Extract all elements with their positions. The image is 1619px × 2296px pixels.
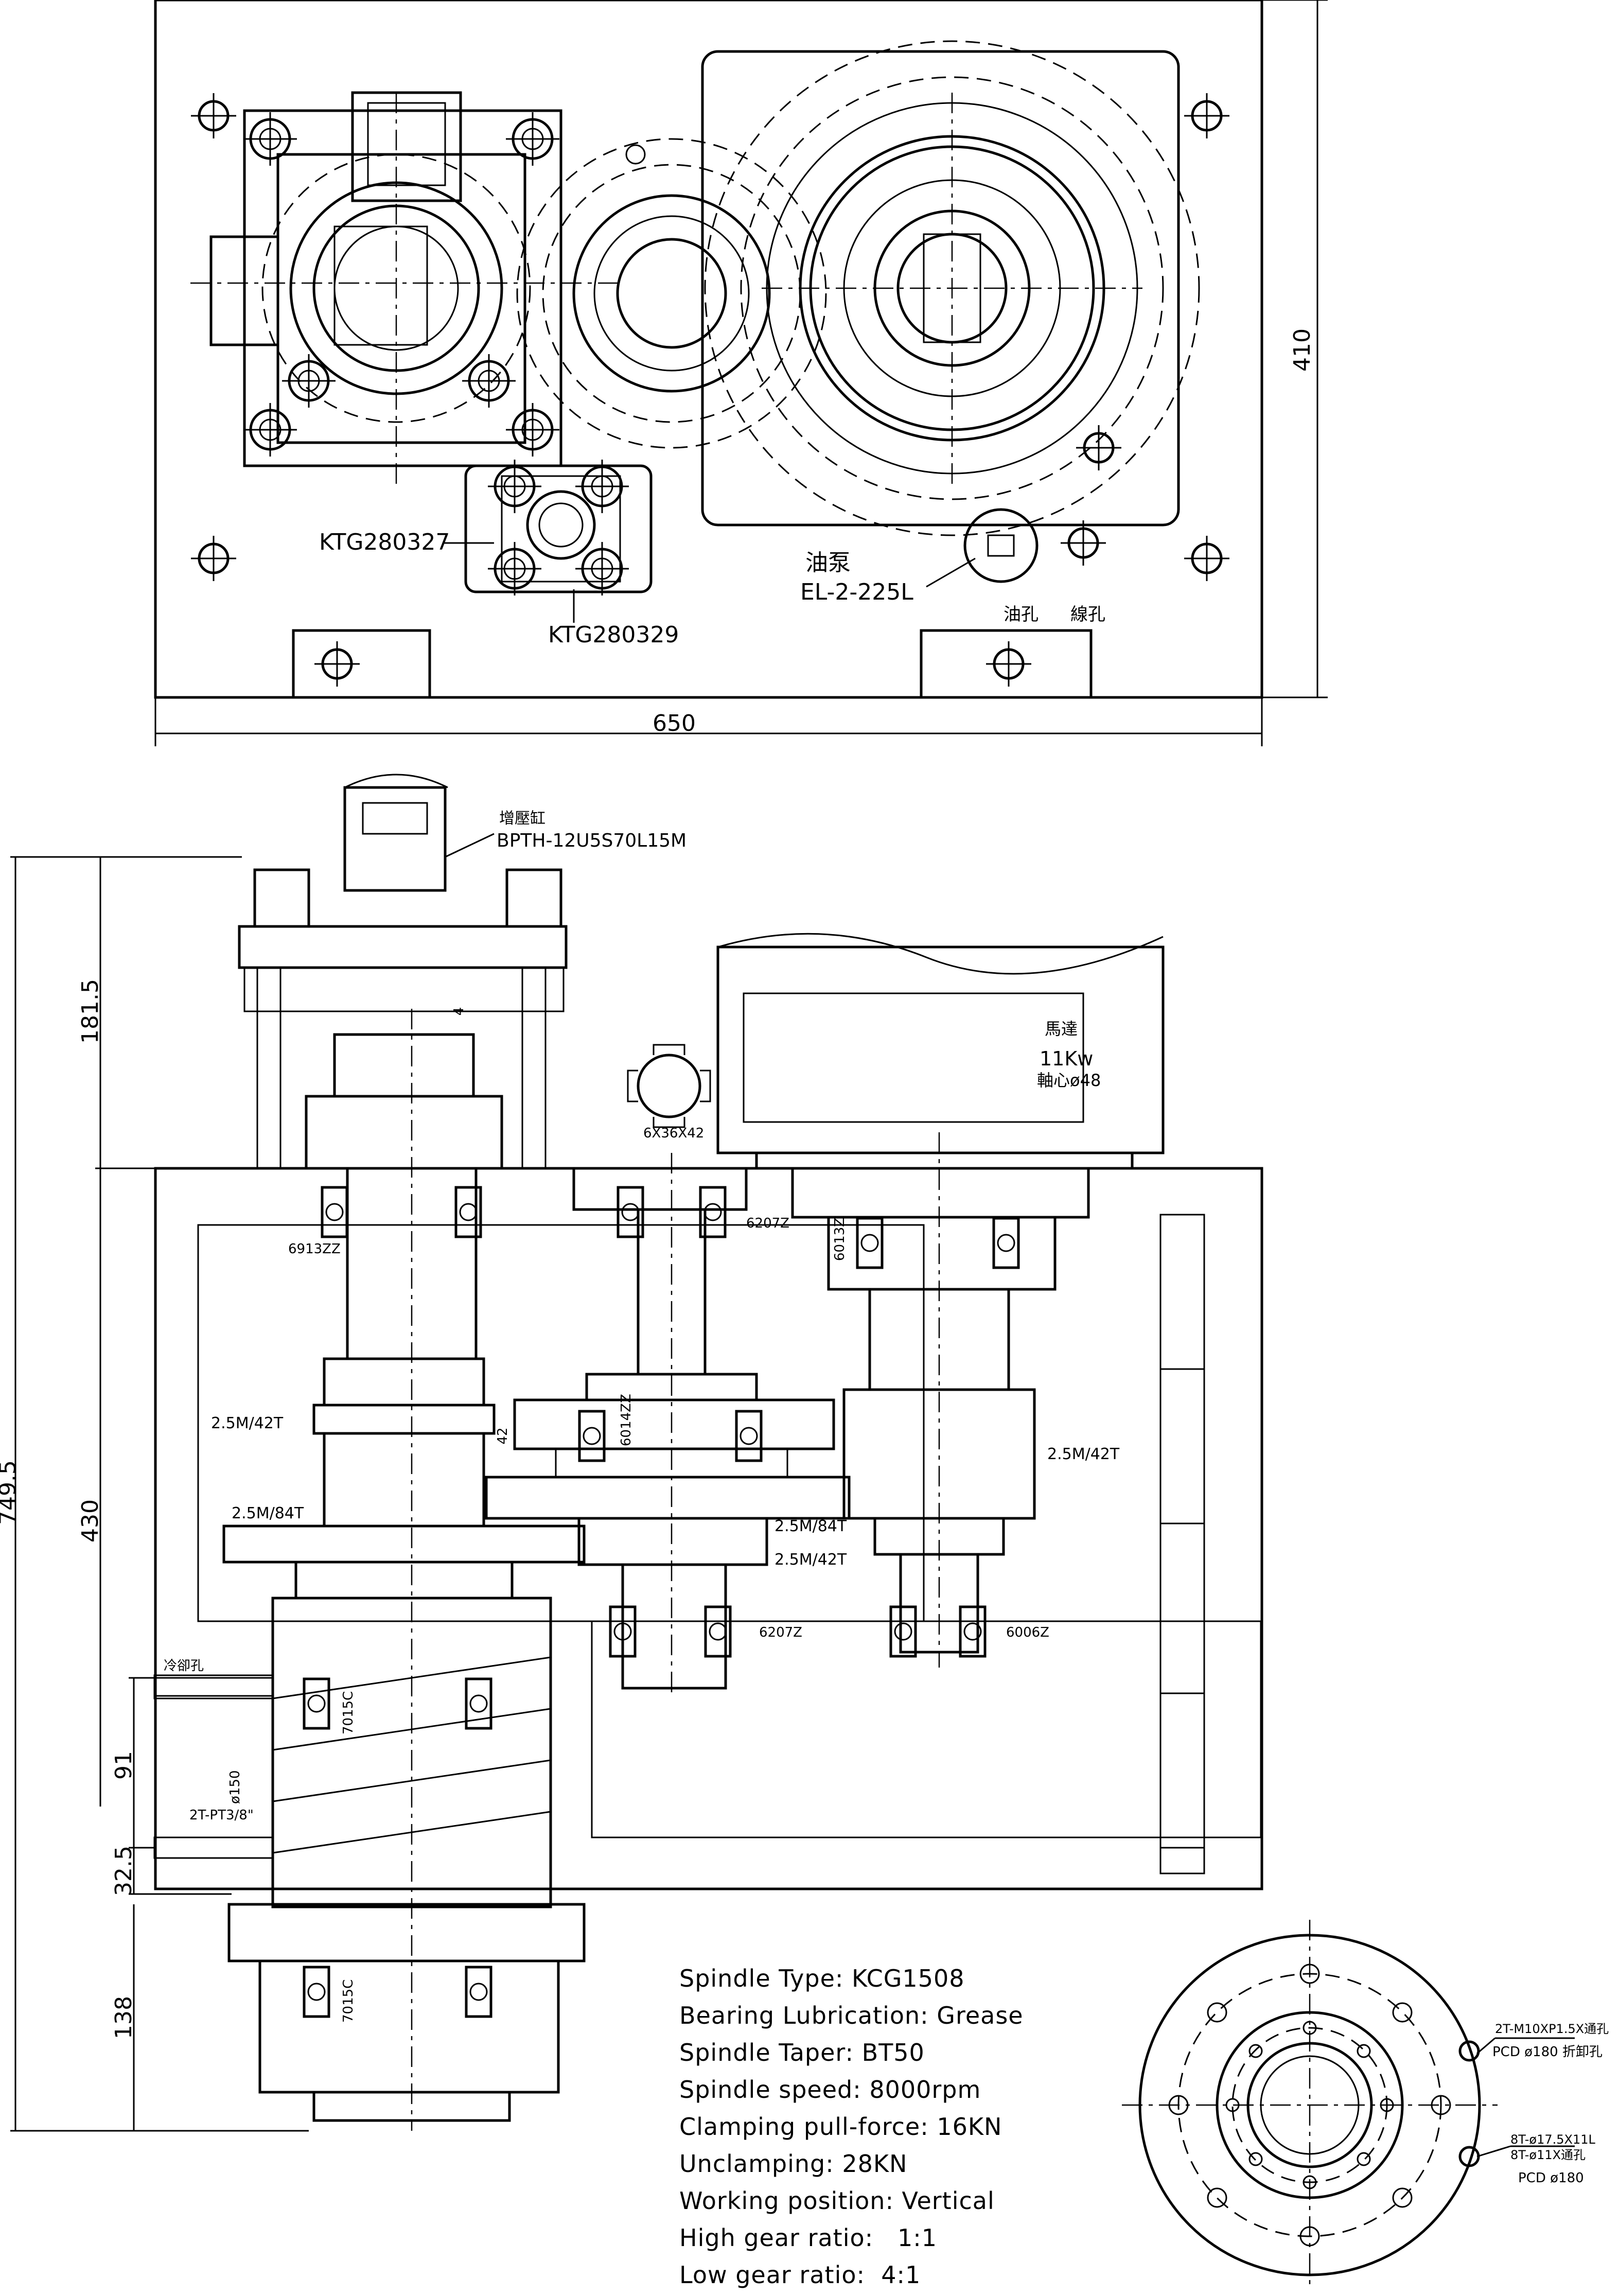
oil-pump-title: 油泵 — [805, 550, 851, 576]
flange-pcd-top: PCD ø180 折卸孔 — [1492, 2044, 1603, 2060]
flange-view: 2T-M10XP1.5X通孔 PCD ø180 折卸孔 8T-ø17.5X11L… — [1122, 1920, 1609, 2285]
cooling-hole-label: 冷卻孔 — [164, 1658, 204, 1674]
spec-line-5: Clamping pull-force: 16KN — [679, 2113, 1002, 2141]
motor-shaft: 軸心ø48 — [1037, 1071, 1101, 1090]
diameter-label: ø150 — [227, 1770, 243, 1804]
part-label-ktg280329: KTG280329 — [548, 622, 679, 648]
spec-line-9: Low gear ratio: 4:1 — [679, 2261, 921, 2289]
gear-label-5: 2.5M/42T — [775, 1551, 847, 1569]
dim-4: 4 — [451, 1007, 467, 1016]
booster-title: 增壓缸 — [499, 810, 545, 828]
dim-upper: 181.5 — [77, 979, 103, 1044]
oil-pump-model: EL-2-225L — [800, 579, 913, 605]
dim-32-5: 32.5 — [111, 1846, 137, 1896]
bearing-6207-top: 6207Z — [746, 1216, 789, 1231]
flange-bolt-holes-b: 8T-ø11X通孔 — [1510, 2148, 1586, 2162]
bearing-7015-bottom: 7015C — [341, 1979, 356, 2023]
top-height-dimension: 410 — [1289, 328, 1315, 372]
motor-drive — [627, 933, 1165, 1668]
spec-line-4: Spindle speed: 8000rpm — [679, 2076, 981, 2104]
flange-bolt-holes-a: 8T-ø17.5X11L — [1510, 2132, 1595, 2147]
spec-line-8: High gear ratio: 1:1 — [679, 2224, 937, 2252]
bearing-6013: 6013Z — [832, 1218, 848, 1261]
part-label-ktg280327: KTG280327 — [319, 529, 450, 555]
idler-gear-42t — [485, 1476, 851, 1520]
gear-label-4: 2.5M/84T — [775, 1517, 847, 1535]
spline-icon — [637, 1054, 701, 1118]
motor-title: 馬達 — [1045, 1019, 1078, 1039]
port-label: 2T-PT3/8" — [189, 1808, 254, 1823]
spec-line-3: Spindle Taper: BT50 — [679, 2039, 925, 2066]
top-width-dimension: 650 — [653, 710, 696, 737]
bracket-ktg — [464, 460, 653, 595]
spec-block: Spindle Type: KCG1508 Bearing Lubricatio… — [679, 1965, 1024, 2289]
spec-line-7: Working position: Vertical — [679, 2187, 995, 2215]
dim-138: 138 — [111, 1996, 137, 2039]
oil-hole-label: 油孔 — [1004, 604, 1039, 625]
low-gear-84t — [222, 1524, 586, 1564]
motor-power: 11Kw — [1040, 1047, 1093, 1070]
bearing-6014: 6014ZZ — [619, 1394, 634, 1446]
spec-line-1: Spindle Type: KCG1508 — [679, 1965, 965, 1992]
flange-tap-holes: 2T-M10XP1.5X通孔 — [1495, 2022, 1609, 2036]
spec-line-6: Unclamping: 28KN — [679, 2150, 907, 2178]
gear-label-3: 2.5M/42T — [1047, 1445, 1120, 1463]
section-view: 749.5 181.5 430 91 32.5 138 4 42 增壓缸 BPT… — [0, 774, 1263, 2132]
idler-gear-top — [516, 138, 827, 449]
booster-cylinder — [238, 774, 568, 1169]
spline-label: 6X36X42 — [643, 1126, 704, 1141]
bearing-7015-top: 7015C — [341, 1691, 356, 1734]
bearing-6207-bottom: 6207Z — [759, 1625, 802, 1640]
dim-91: 91 — [111, 1751, 137, 1780]
spindle-pocket — [701, 50, 1180, 527]
flange-pcd-bottom: PCD ø180 — [1518, 2170, 1584, 2186]
gear-label-2: 2.5M/84T — [232, 1504, 304, 1522]
spindle-column — [153, 1009, 586, 2131]
bearing-6913: 6913ZZ — [288, 1241, 341, 1257]
gearbox-housing — [154, 1167, 1263, 1890]
oil-pump-circle — [963, 508, 1039, 583]
bearing-6006: 6006Z — [1006, 1625, 1049, 1640]
top-view: 650 410 KTG280327 KTG280329 油泵 EL-2-225L… — [154, 0, 1328, 746]
booster-model: BPTH-12U5S70L15M — [497, 830, 687, 851]
spindle-gear-top — [704, 40, 1200, 583]
wire-hole-label: 線孔 — [1070, 604, 1105, 625]
spec-line-2: Bearing Lubrication: Grease — [679, 2002, 1024, 2029]
dim-middle: 430 — [77, 1499, 103, 1543]
motor-mount — [190, 91, 618, 484]
top-plate-outline — [154, 0, 1263, 699]
gear-label-1: 2.5M/42T — [211, 1414, 284, 1432]
dim-42: 42 — [495, 1427, 511, 1444]
dim-total-height: 749.5 — [0, 1460, 21, 1525]
idler-shaft — [485, 1153, 851, 1698]
